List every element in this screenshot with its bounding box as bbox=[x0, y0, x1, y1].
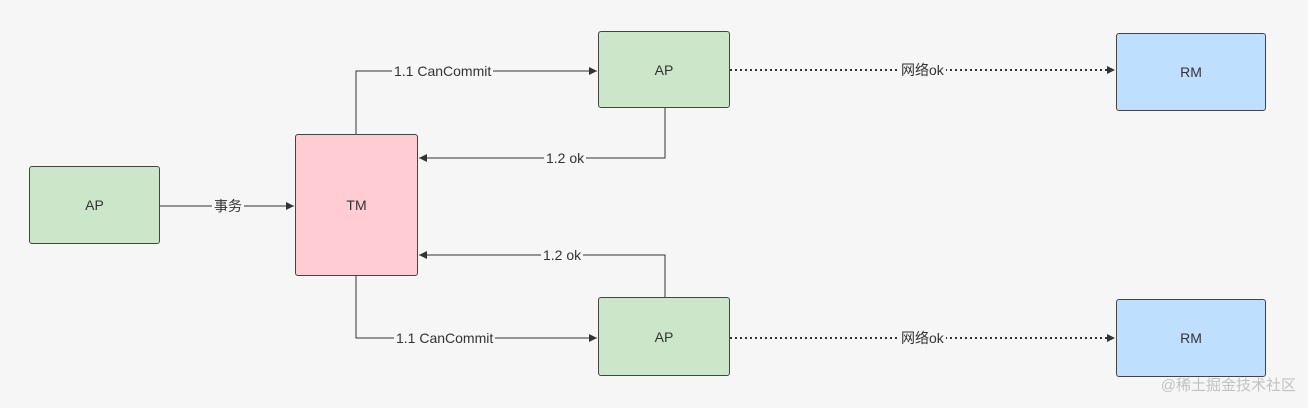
node-label: AP bbox=[85, 197, 104, 213]
edge-label-network-bottom: 网络ok bbox=[899, 330, 946, 346]
node-ap-bottom[interactable]: AP bbox=[598, 297, 730, 376]
node-rm-bottom[interactable]: RM bbox=[1116, 299, 1266, 377]
edge-label-ok-bottom: 1.2 ok bbox=[541, 247, 584, 263]
edge-cancommit-top-line bbox=[355, 67, 597, 134]
node-label: RM bbox=[1180, 330, 1202, 346]
node-ap-top[interactable]: AP bbox=[598, 31, 730, 108]
edge-label-cancommit-top: 1.1 CanCommit bbox=[392, 63, 494, 79]
edge-ok-bottom-line bbox=[419, 251, 666, 297]
node-label: RM bbox=[1180, 64, 1202, 80]
node-label: AP bbox=[654, 61, 674, 78]
node-rm-top[interactable]: RM bbox=[1116, 33, 1266, 111]
edge-label-cancommit-bottom: 1.1 CanCommit bbox=[394, 330, 496, 346]
edge-label-ok-top: 1.2 ok bbox=[544, 150, 587, 166]
edge-label-transaction: 事务 bbox=[212, 198, 244, 214]
edge-label-network-top: 网络ok bbox=[899, 62, 946, 78]
edge-cancommit-bottom-line bbox=[355, 276, 597, 342]
node-label: AP bbox=[654, 328, 674, 345]
edge-ok-top-line bbox=[419, 108, 666, 162]
node-label: TM bbox=[346, 197, 367, 213]
watermark: @稀土掘金技术社区 bbox=[1160, 377, 1296, 394]
node-tm[interactable]: TM bbox=[295, 134, 418, 276]
node-client-ap[interactable]: AP bbox=[29, 166, 160, 244]
